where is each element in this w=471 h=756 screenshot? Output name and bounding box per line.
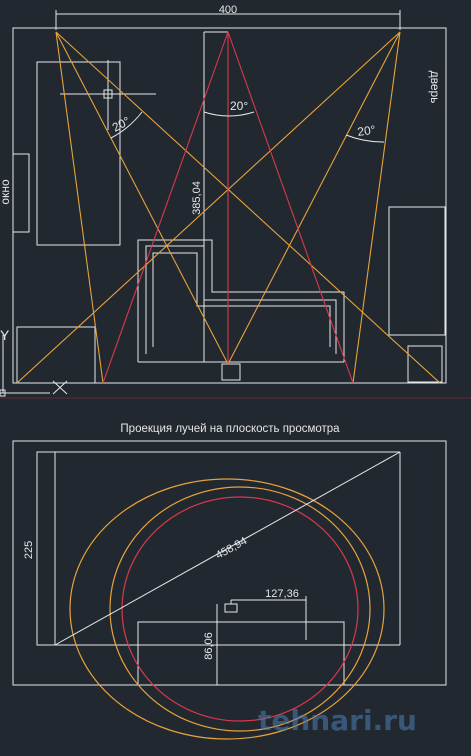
site-watermark: tehnari.ru xyxy=(258,704,417,737)
angle-arcs xyxy=(110,111,385,143)
angle-right-label: 20° xyxy=(356,123,376,139)
crosshair-cursor xyxy=(60,60,156,130)
offset-x-dimension xyxy=(230,596,307,640)
projection-view: 458,94 225 127,36 86,06 xyxy=(12,440,447,740)
window-label: окно xyxy=(0,179,12,205)
diagonal-dimension-label: 458,94 xyxy=(214,535,249,562)
rays-red xyxy=(102,31,354,384)
room-plan: Y 400 385,04 xyxy=(0,4,447,397)
dimension-width xyxy=(55,10,401,30)
desk-left xyxy=(16,326,96,384)
bed-furniture xyxy=(137,239,345,381)
cone-inner-circle xyxy=(121,496,359,722)
ucs-axis-icon xyxy=(0,335,68,397)
rays-orange xyxy=(16,31,441,384)
offset-y-label: 86,06 xyxy=(203,632,215,660)
projection-furniture xyxy=(137,621,345,685)
projection-title: Проекция лучей на плоскость просмотра xyxy=(120,423,340,435)
cone-middle-circle xyxy=(109,486,371,732)
center-marker xyxy=(224,603,238,613)
dimension-height-label: 385,04 xyxy=(191,181,203,215)
dimension-height xyxy=(203,31,228,362)
dimension-width-label: 400 xyxy=(219,4,237,16)
cabinet-right xyxy=(388,206,446,336)
axis-y-label: Y xyxy=(0,327,10,343)
door-label: дверь xyxy=(428,71,442,104)
cabinet-left xyxy=(36,61,121,246)
angle-center-label: 20° xyxy=(230,99,248,113)
nightstand-right xyxy=(407,345,443,383)
projection-frame xyxy=(12,440,447,686)
height-dimension-label: 225 xyxy=(23,541,35,559)
offset-x-label: 127,36 xyxy=(265,588,299,600)
cone-outer-circle xyxy=(69,478,385,740)
window-frame xyxy=(12,153,30,233)
diagonal-dimension-line xyxy=(54,451,401,646)
angle-left-label: 20° xyxy=(110,114,133,135)
